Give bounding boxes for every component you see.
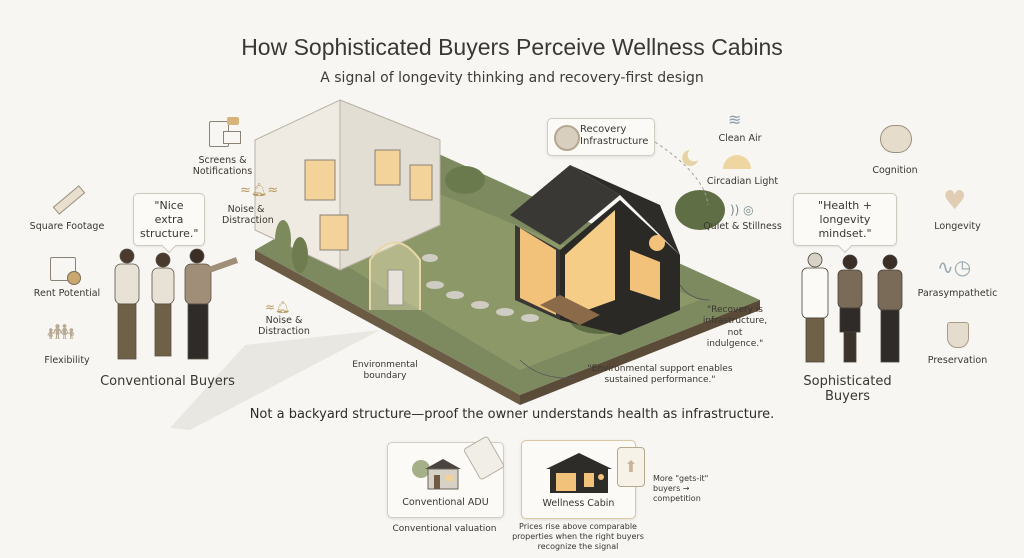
adu-caption: Conventional valuation: [392, 524, 497, 534]
recovery-quote: "Recovery is infrastructure, not indulge…: [702, 305, 768, 349]
path-shadow: [170, 330, 380, 430]
wellness-cabin: [510, 165, 680, 335]
shield-icon: [947, 322, 969, 348]
family-icon: 👪︎: [47, 320, 75, 345]
ground-edge: [520, 300, 760, 405]
wave-clock-icon: ∿◷: [937, 255, 972, 279]
adu-card-label: Conventional ADU: [402, 497, 489, 508]
house-window: [374, 149, 401, 186]
benefit-clean-air: Clean Air: [718, 133, 762, 144]
sophisticated-buyers-label: Sophisticated Buyers: [803, 374, 892, 404]
page-title: How Sophisticated Buyers Perceive Wellne…: [241, 34, 783, 60]
house-window: [409, 164, 433, 201]
environment-quote: "Environmental support enables sustained…: [587, 364, 733, 386]
factor-parasympathetic: Parasympathetic: [917, 288, 998, 299]
tree: [292, 237, 308, 273]
house-window: [304, 159, 336, 201]
bell-icon: ≈🔔︎≈: [240, 183, 279, 198]
sophisticated-quote-bubble: "Health + longevity mindset.": [793, 193, 897, 247]
conventional-buyers-label: Conventional Buyers: [100, 374, 235, 389]
benefit-quiet-stillness: Quiet & Stillness: [703, 221, 782, 232]
rising-price-tag-icon: ⬆: [617, 447, 645, 487]
recovery-seal-icon: [554, 125, 580, 151]
recovery-callout-label: Recovery Infrastructure: [580, 124, 649, 147]
recovery-infrastructure-callout: Recovery Infrastructure: [547, 118, 655, 156]
devices-icon: [203, 117, 243, 147]
factor-rent-potential: Rent Potential: [33, 288, 101, 299]
factor-cognition: Cognition: [872, 165, 918, 176]
page-subtitle: A signal of longevity thinking and recov…: [320, 70, 704, 86]
sound-dial-icon: )) ◎: [730, 203, 754, 217]
connector-arc: [654, 141, 709, 206]
adu-house-icon: [412, 459, 461, 490]
sophisticated-buyers-figures: [801, 252, 903, 363]
factor-preservation: Preservation: [927, 355, 988, 366]
recovery-quote-leader: [679, 284, 711, 301]
boundary-door: [387, 269, 404, 306]
wellness-cabin-card: Wellness Cabin: [521, 440, 636, 519]
tree: [675, 190, 725, 230]
tree: [445, 166, 485, 194]
environmental-boundary-label: Environmental boundary: [352, 360, 418, 382]
moon-icon: [682, 150, 698, 166]
environment-quote-leader: [519, 359, 576, 379]
key-statement: Not a backyard structure—proof the owner…: [249, 407, 775, 422]
wind-icon: ≋: [728, 110, 742, 129]
ground-edge-left: [255, 250, 520, 405]
conventional-buyers-figures: [114, 248, 239, 360]
brain-icon: [880, 125, 912, 153]
distraction-screens-label: Screens & Notifications: [192, 155, 253, 178]
distraction-noise-label: Noise & Distraction: [222, 204, 274, 227]
calendar-check-icon: [50, 257, 81, 285]
cabin-icon: [546, 453, 612, 493]
stepping-stones: [422, 254, 539, 322]
cabin-card-label: Wellness Cabin: [542, 498, 615, 509]
distraction-noise-label-2: Noise & Distraction: [258, 315, 310, 338]
bell-icon: ≈🔔︎: [265, 300, 291, 314]
factor-flexibility: Flexibility: [44, 355, 90, 366]
house-window: [319, 214, 349, 251]
heart-pulse-icon: ♥: [943, 186, 967, 216]
factor-square-footage: Square Footage: [29, 221, 105, 232]
tree: [275, 220, 291, 260]
competition-note: More "gets-it" buyers → competition: [653, 474, 709, 503]
factor-longevity: Longevity: [934, 221, 981, 232]
conventional-quote-bubble: "Nice extra structure.": [133, 193, 205, 247]
cabin-caption: Prices rise above comparable properties …: [512, 522, 644, 551]
sunrise-icon: [723, 155, 751, 169]
benefit-circadian-light: Circadian Light: [706, 176, 779, 187]
